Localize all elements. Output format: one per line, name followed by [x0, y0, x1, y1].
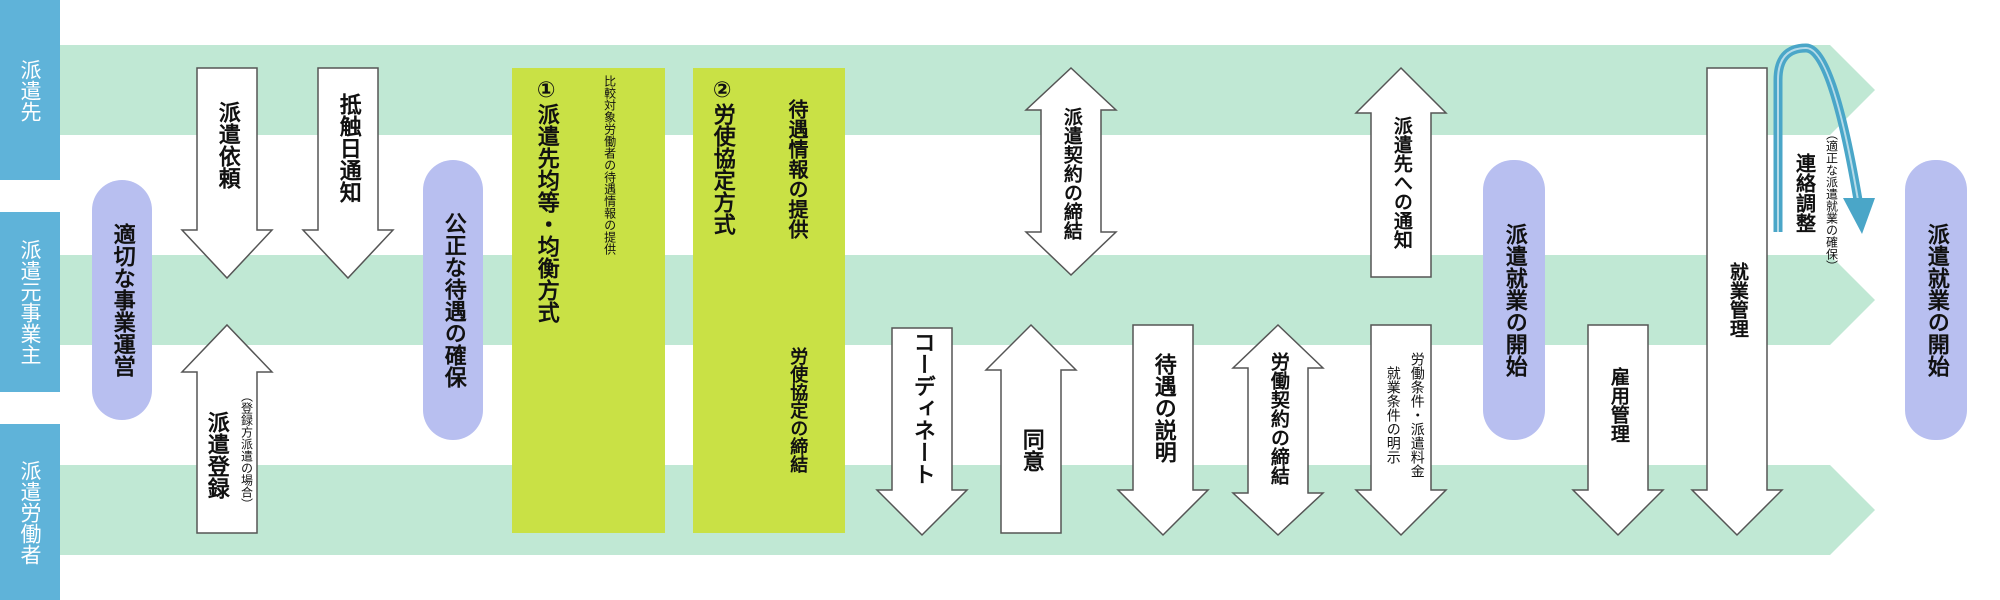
- arrow-consent: [984, 323, 1078, 534]
- method2-info-label: 待遇情報の提供: [785, 99, 809, 239]
- panel-method2: [693, 68, 845, 533]
- employment-mgmt-label: 雇用管理: [1607, 367, 1630, 443]
- arrow-conditions: [1354, 324, 1448, 537]
- step-work-start-end: [1905, 160, 1967, 440]
- arrow-contract-conclusion: [1024, 66, 1118, 277]
- method2-title: ②労使協定方式: [709, 78, 735, 235]
- liaison-label: 連絡調整: [1792, 152, 1817, 233]
- arrow-dispatch-request: [180, 67, 274, 280]
- liaison-note: （適正な派遣就業の確保）: [1824, 128, 1839, 272]
- step-work-start-end-label: 派遣就業の開始: [1923, 223, 1949, 377]
- contract-conclusion-label: 派遣契約の締結: [1060, 106, 1083, 240]
- treatment-explanation-label: 待遇の説明: [1150, 353, 1176, 463]
- step-proper-operation-label: 適切な事業運営: [109, 223, 135, 377]
- arrow-coordinate: [875, 327, 969, 537]
- curved-liaison-arrowhead: [1843, 198, 1875, 234]
- labor-contract-label: 労働契約の締結: [1267, 351, 1290, 485]
- arrow-labor-contract: [1231, 323, 1325, 537]
- step-work-start-mid: [1483, 160, 1545, 440]
- conflict-notice-label: 抵触日通知: [335, 93, 361, 203]
- method1-info-label: 比較対象労働者の待遇情報の提供: [602, 74, 617, 255]
- lane-label-haken-moto: 派遣元事業主: [0, 212, 60, 392]
- lane-label-text: 派遣先: [18, 58, 42, 122]
- method1-title: ①派遣先均等・均衡方式: [533, 78, 559, 323]
- arrow-conflict-notice: [301, 67, 395, 280]
- method2-agreement-label: 労使協定の締結: [787, 347, 809, 473]
- step-fair-treatment-label: 公正な待遇の確保: [440, 212, 466, 388]
- panel-method1: [512, 68, 665, 533]
- conditions-line1: 労働条件・派遣料金: [1408, 352, 1425, 478]
- arrow-dispatch-registration: [180, 323, 274, 534]
- step-work-start-mid-label: 派遣就業の開始: [1501, 223, 1527, 377]
- arrow-employment-mgmt: [1571, 324, 1665, 537]
- dispatch-registration-note: （登録方派遣の場合）: [239, 390, 254, 510]
- arrow-treatment-explanation: [1116, 324, 1210, 537]
- conditions-line2: 就業条件の明示: [1384, 366, 1401, 464]
- work-mgmt-label: 就業管理: [1726, 262, 1749, 338]
- lane-label-haken-worker: 派遣労働者: [0, 424, 60, 600]
- coordinate-label: コーディネート: [909, 331, 935, 485]
- step-proper-operation: [92, 180, 152, 420]
- arrow-notice-to-client: [1354, 66, 1448, 278]
- step-fair-treatment: [423, 160, 483, 440]
- consent-label: 同意: [1018, 428, 1044, 472]
- arrow-work-mgmt: [1690, 67, 1784, 537]
- dispatch-request-label: 派遣依頼: [214, 101, 240, 189]
- lane-label-text: 派遣元事業主: [18, 239, 42, 365]
- lane-label-text: 派遣労働者: [18, 459, 42, 565]
- lane-label-haken-saki: 派遣先: [0, 0, 60, 180]
- curved-liaison-arrow-outline: [1777, 46, 1859, 232]
- notice-to-client-label: 派遣先への通知: [1390, 116, 1413, 249]
- dispatch-registration-label: 派遣登録: [203, 411, 229, 499]
